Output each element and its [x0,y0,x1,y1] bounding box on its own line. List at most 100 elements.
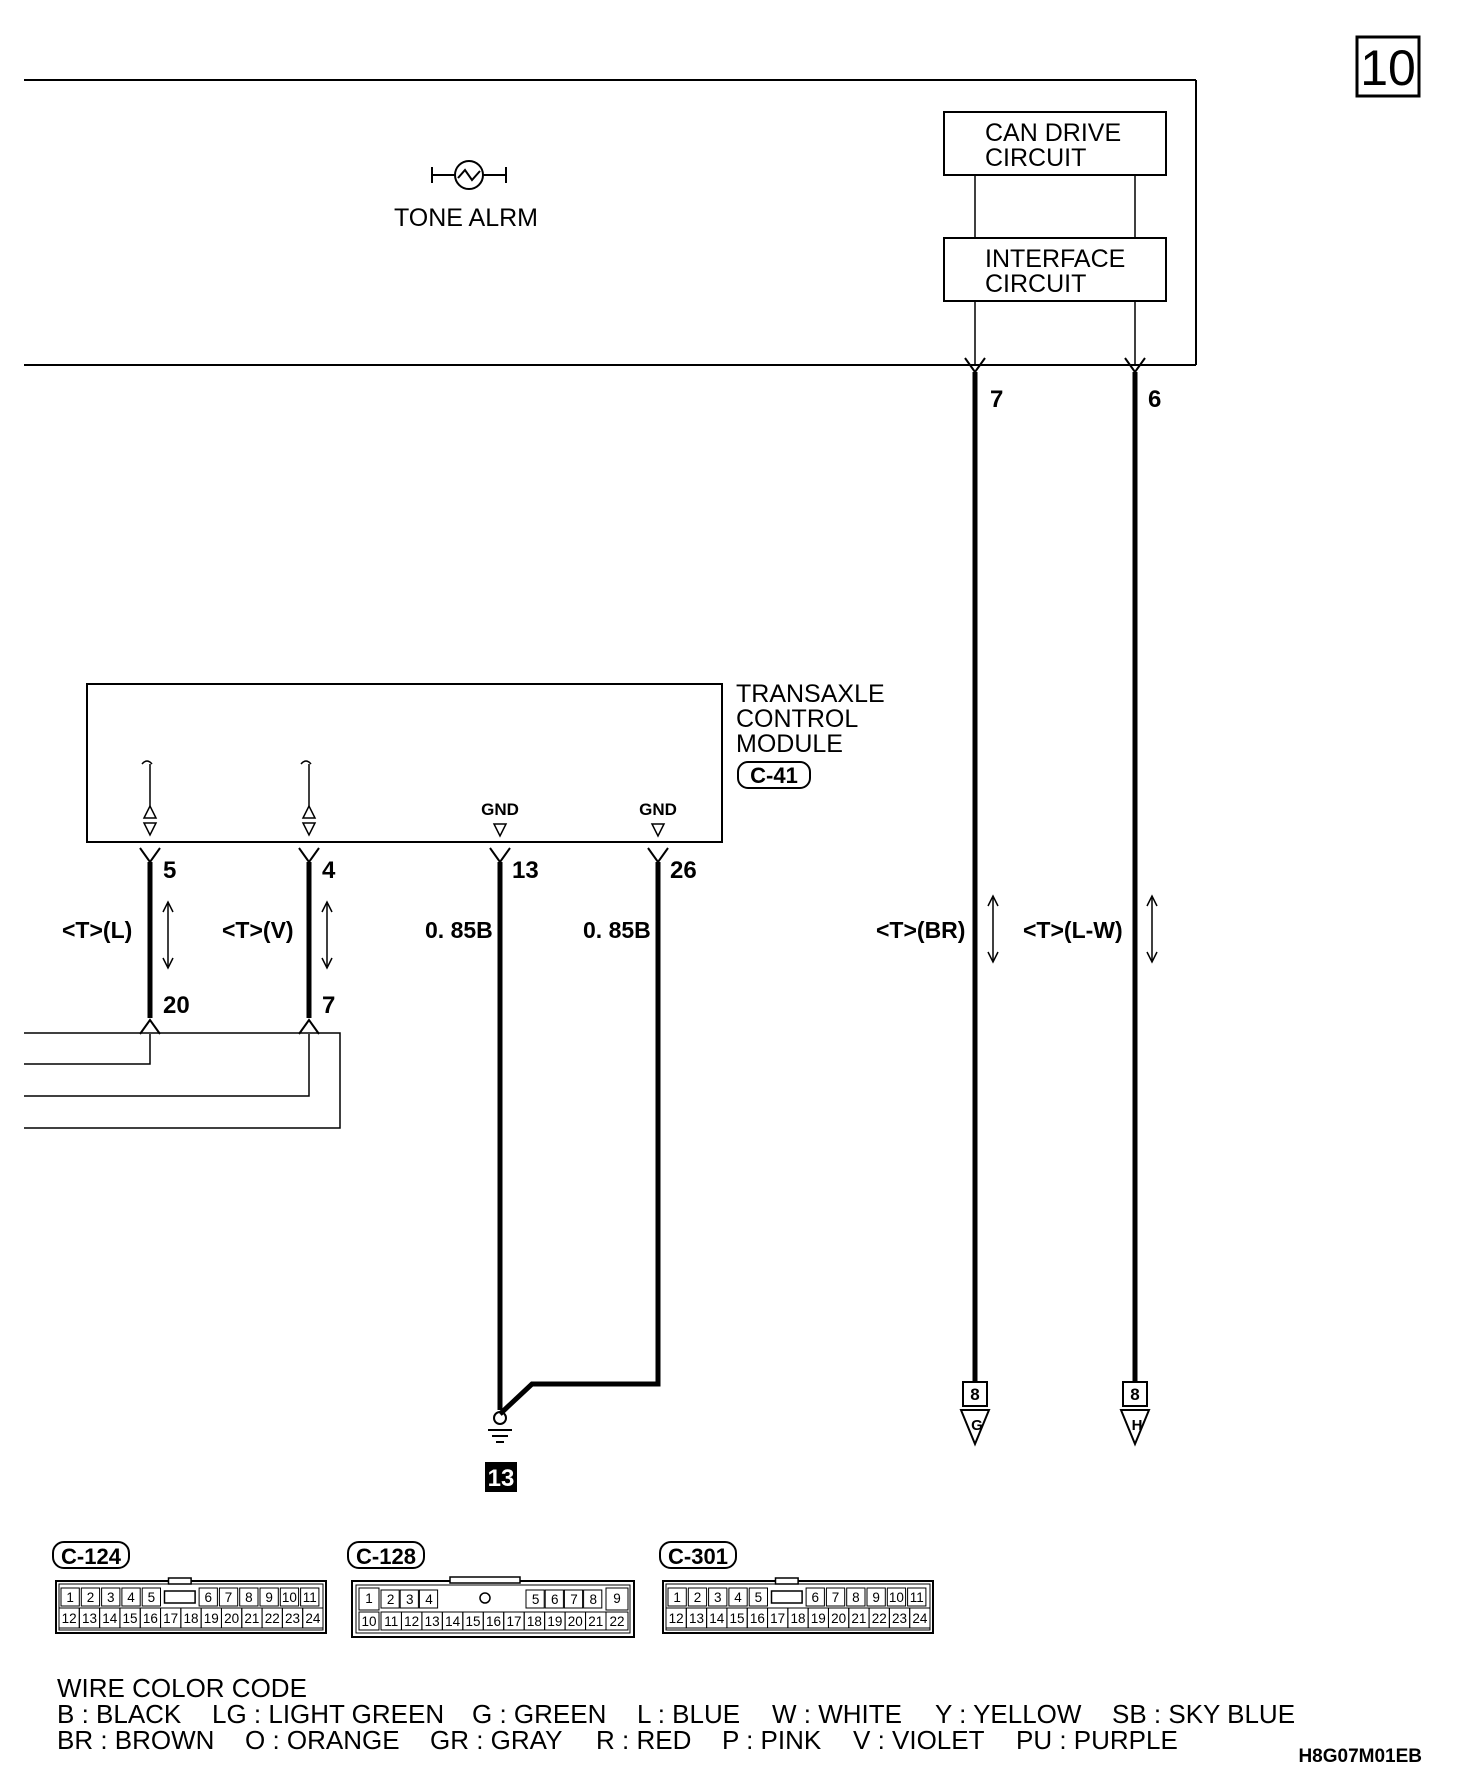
pin-number: 5 [532,1592,540,1607]
offpage-h-page: 8 [1130,1385,1139,1404]
connector-pin-7: 7 [964,357,1003,413]
pin-number: 4 [734,1590,742,1605]
gnd1-terminal-icon [492,823,508,838]
tcm-connector-tag: C-41 [737,761,811,789]
interface-circuit: INTERFACE CIRCUIT [943,237,1167,302]
pin-number: 1 [673,1590,681,1605]
pin-cell [687,1587,708,1607]
connector-inner [355,1584,631,1634]
page-number-text: 10 [1360,40,1416,96]
pin-number: 2 [87,1590,95,1605]
pin-cell [728,1587,748,1607]
wire-label-gnd1: 0. 85B [425,917,493,943]
pin-cell [60,1587,80,1607]
tcm-gnd2-label: GND [639,800,677,819]
pin-number: 18 [183,1611,198,1626]
offpage-g-letter: G [971,1417,983,1434]
ground-wires [497,862,661,1416]
pin-number: 13 [82,1611,97,1626]
lower-pin-7-label: 7 [322,992,335,1019]
pin-number: 7 [225,1590,233,1605]
pin-cell [583,1589,603,1609]
upper-component [24,79,1197,366]
pin-number: 15 [123,1611,138,1626]
connector-pin-6: 6 [1124,357,1161,413]
legend-w: W : WHITE [772,1699,902,1729]
pin-number: 3 [406,1592,414,1607]
interface-line1: INTERFACE [985,245,1125,273]
tcm-pin-13-label: 13 [512,857,539,884]
connector-latch [167,1577,192,1585]
pin-cell [748,1587,769,1607]
pin-number: 16 [486,1614,501,1629]
pin-number: 22 [872,1611,887,1626]
pin-number: 20 [831,1611,846,1626]
tcm-pin-5-label: 5 [163,857,176,884]
pin-number: 14 [102,1611,118,1626]
pin-number: 24 [912,1611,928,1626]
tone-alarm: TONE ALRM [394,160,538,232]
pin-number: 10 [282,1590,297,1605]
lower-pin-20: 20 [139,992,190,1035]
legend-sb: SB : SKY BLUE [1112,1699,1295,1729]
pin-cell [399,1589,419,1609]
ground-reference-number: 13 [488,1465,515,1492]
pin-cell [563,1589,584,1609]
pin-cell [544,1589,564,1609]
pin-number: 22 [609,1614,624,1629]
offpage-connector-h: 8 H [1119,1381,1151,1447]
pin-number: 5 [148,1590,156,1605]
pin-cell [846,1587,866,1607]
pin-number: 4 [127,1590,135,1605]
tcm-pin-26: 26 [647,847,697,884]
lower-pin-20-label: 20 [163,992,190,1019]
pin-cell [80,1587,101,1607]
pin-number: 11 [303,1590,317,1605]
pin-number: 17 [770,1611,785,1626]
legend-l: L : BLUE [637,1699,740,1729]
double-arrow-icon [162,900,174,970]
pin-number: 5 [755,1590,763,1605]
pin-number: 13 [425,1614,440,1629]
pin-number: 21 [851,1611,866,1626]
pin-cell [358,1611,380,1631]
transaxle-control-module: TRANSAXLE CONTROL MODULE C-41 GND GND [86,680,885,843]
pin-cell [380,1589,400,1609]
offpage-h-letter: H [1132,1417,1143,1434]
pin-cell [605,1587,629,1611]
connector-tag-label: C-301 [668,1544,728,1569]
legend-gr: GR : GRAY [430,1725,562,1755]
double-arrow-icon [1146,894,1158,964]
connector-body [55,1580,327,1634]
pin-number: 20 [568,1614,583,1629]
pin-cell [101,1587,121,1607]
connector-key [479,1592,491,1604]
pin-number: 7 [832,1590,840,1605]
pin-number: 12 [62,1611,77,1626]
can-terminal-icon [141,760,158,837]
legend-pu: PU : PURPLE [1016,1725,1178,1755]
can-terminal-icon [300,760,317,837]
pin-number: 3 [107,1590,115,1605]
legend-title: WIRE COLOR CODE [57,1673,307,1703]
wire-label-l: <T>(L) [62,917,132,943]
pin-number: 18 [527,1614,542,1629]
connector-tag [347,1541,425,1569]
connector-body [662,1580,934,1634]
pin-number: 23 [285,1611,300,1626]
pin-number: 14 [445,1614,461,1629]
pin-number: 21 [588,1614,603,1629]
connector-tag-label: C-124 [61,1544,122,1569]
pin-number: 7 [570,1592,578,1607]
pin-number: 17 [163,1611,178,1626]
pin-number: 14 [709,1611,725,1626]
pin-number: 8 [852,1590,860,1605]
pin-number: 19 [547,1614,562,1629]
pin-number: 18 [790,1611,805,1626]
pin-cell [886,1587,907,1607]
harness-lines [24,1032,341,1129]
pin-7-label: 7 [990,386,1003,413]
pin-number: 11 [910,1590,924,1605]
pin-cell [825,1587,846,1607]
